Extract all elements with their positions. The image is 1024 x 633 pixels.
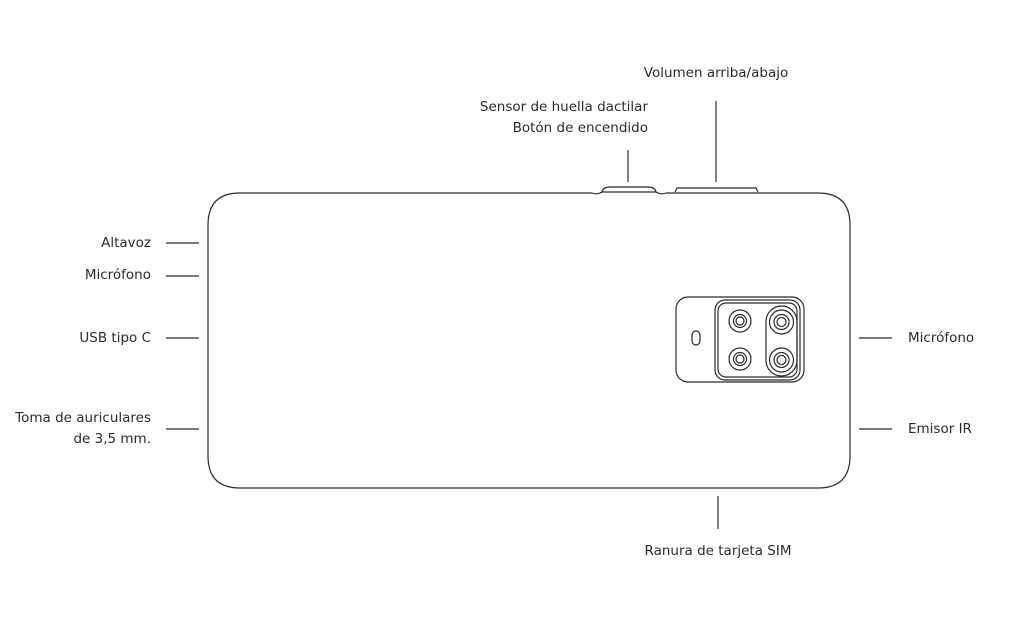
label-headphone-line1: Toma de auriculares — [15, 410, 151, 426]
label-headphone-line2: de 3,5 mm. — [73, 431, 151, 447]
phone-body-outline — [207, 191, 851, 489]
camera-module — [675, 296, 805, 383]
power-button — [601, 186, 657, 193]
label-fingerprint-line1: Sensor de huella dactilar — [479, 99, 648, 115]
label-mic-left: Micrófono — [84, 267, 151, 283]
label-usb: USB tipo C — [79, 330, 151, 346]
label-ir: Emisor IR — [908, 421, 972, 437]
volume-button — [674, 187, 759, 193]
flash — [691, 330, 701, 346]
label-mic-right: Micrófono — [908, 330, 975, 346]
label-fingerprint-line2: Botón de encendido — [512, 120, 648, 136]
lens-small-top — [728, 309, 752, 333]
lens-large-bottom — [768, 347, 795, 373]
label-volume: Volumen arriba/abajo — [643, 65, 789, 81]
label-speaker: Altavoz — [101, 235, 151, 251]
lens-column — [765, 305, 798, 377]
lens-small-bottom — [728, 347, 752, 371]
lens-large-top — [768, 309, 795, 335]
label-sim: Ranura de tarjeta SIM — [644, 543, 792, 559]
camera-inner-frame — [714, 299, 801, 381]
